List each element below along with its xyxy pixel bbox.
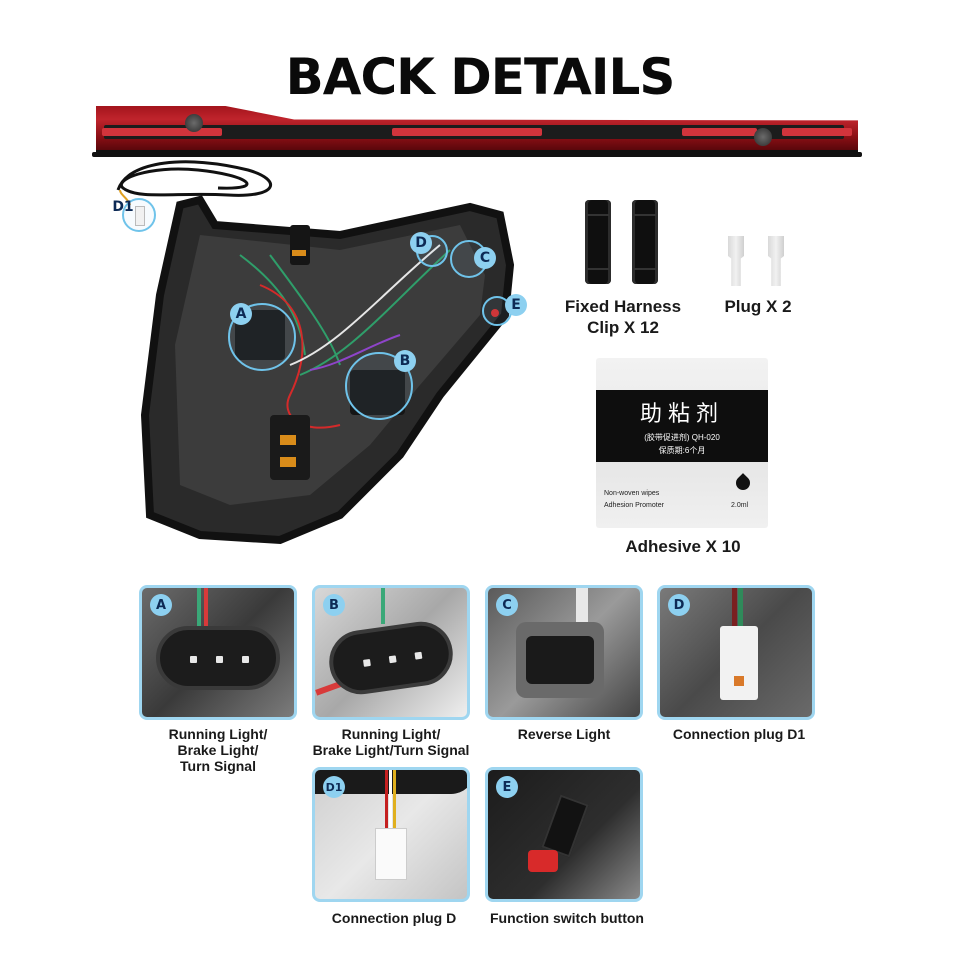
detail-label-d1: Connection plug D: [331, 910, 457, 926]
detail-label-b: Running Light/ Brake Light/Turn Signal: [312, 726, 470, 758]
white-plug-image: [375, 828, 407, 880]
three-pin-connector-image: [156, 626, 280, 690]
plug-label: Plug X 2: [724, 297, 792, 316]
red-button-icon: [528, 850, 558, 872]
light-bar-segment: [782, 128, 852, 136]
adhesive-label: Adhesive X 10: [625, 537, 741, 556]
green-wire: [381, 588, 385, 624]
detail-card-a: A: [139, 585, 297, 720]
white-wire: [576, 588, 588, 622]
callout-badge-b: B: [394, 350, 416, 372]
harness-clip-image: [632, 200, 658, 284]
packet-band: 助粘剂 (胶带促进剂) QH-020 保质期:6个月: [596, 390, 768, 462]
callout-badge-d1: D1: [112, 199, 134, 215]
detail-label-d: Connection plug D1: [672, 726, 806, 742]
plug-image: [768, 236, 784, 286]
detail-card-b: B: [312, 585, 470, 720]
light-bar-image: [92, 100, 862, 162]
green-wire: [197, 588, 201, 628]
two-pin-connector-image: [516, 622, 604, 698]
callout-ring-d1: [122, 198, 156, 232]
detail-label-e: Function switch button: [490, 910, 644, 926]
adhesive-packet-image: 助粘剂 (胶带促进剂) QH-020 保质期:6个月 Non-woven wip…: [596, 358, 768, 528]
green-wire: [738, 588, 743, 628]
light-bar-segment: [682, 128, 757, 136]
light-bar-segment: [102, 128, 222, 136]
callout-badge-c: C: [474, 247, 496, 269]
detail-label-a: Running Light/ Brake Light/ Turn Signal: [168, 726, 268, 774]
white-plug-image: [720, 626, 758, 700]
detail-card-d1: D1: [312, 767, 470, 902]
callout-badge-d: D: [410, 232, 432, 254]
detail-card-c: C: [485, 585, 643, 720]
switch-body-image: [541, 794, 589, 858]
callout-badge-a: A: [230, 303, 252, 325]
red-wire: [204, 588, 208, 628]
light-bar-segment: [392, 128, 542, 136]
detail-label-c: Reverse Light: [517, 726, 611, 742]
three-pin-connector-image: [325, 617, 457, 699]
bolt-icon: [185, 114, 203, 132]
harness-clip-image: [585, 200, 611, 284]
bolt-icon: [754, 128, 772, 146]
light-bar-base: [92, 152, 862, 157]
dark-red-wire: [732, 588, 737, 628]
plug-image: [728, 236, 744, 286]
droplet-icon: [733, 473, 753, 493]
harness-clip-label: Fixed Harness Clip X 12: [564, 297, 682, 337]
white-plug-icon: [135, 206, 145, 226]
detail-card-e: E: [485, 767, 643, 902]
page-title: BACK DETAILS: [285, 48, 676, 106]
callout-badge-e: E: [505, 294, 527, 316]
detail-card-d: D: [657, 585, 815, 720]
